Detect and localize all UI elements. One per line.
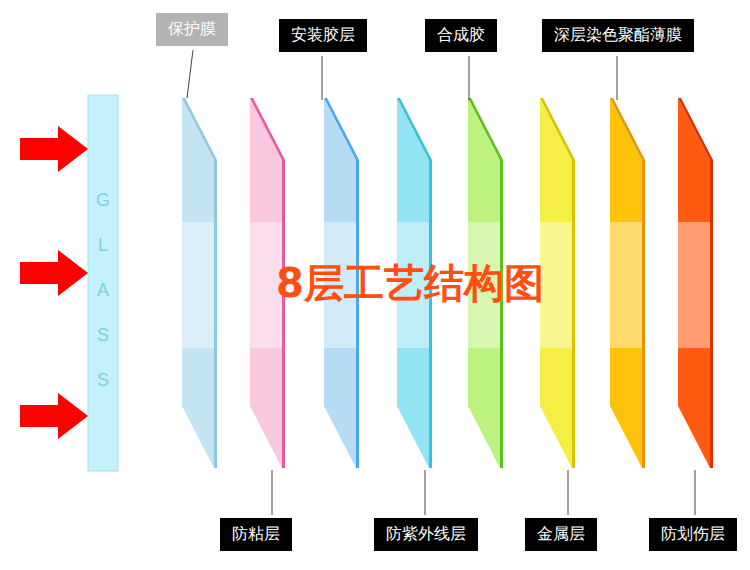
film-layer bbox=[678, 98, 710, 468]
diagram-title: 8层工艺结构图 bbox=[276, 256, 544, 311]
label-text: 防紫外线层 bbox=[386, 524, 466, 545]
glass-pane bbox=[88, 95, 118, 471]
light-band bbox=[610, 222, 642, 348]
film-layer bbox=[540, 98, 572, 468]
light-band bbox=[182, 222, 214, 348]
label-text: 金属层 bbox=[537, 524, 585, 545]
layer-callout: 防划伤层 bbox=[649, 518, 737, 551]
label-text: 安装胶层 bbox=[291, 25, 355, 46]
label-text: 保护膜 bbox=[168, 19, 216, 40]
light-band bbox=[678, 222, 710, 348]
leader-lines bbox=[187, 50, 695, 515]
layer-callout: 防粘层 bbox=[220, 518, 292, 551]
film-edge bbox=[540, 98, 575, 468]
label-text: 防划伤层 bbox=[661, 524, 725, 545]
film-layer bbox=[610, 98, 642, 468]
label-text: 深层染色聚酯薄膜 bbox=[554, 25, 682, 46]
light-arrows bbox=[20, 126, 88, 439]
layer-callout: 金属层 bbox=[525, 518, 597, 551]
label-text: 合成胶 bbox=[437, 25, 485, 46]
layer-callout: 防紫外线层 bbox=[374, 518, 478, 551]
film-layer bbox=[182, 98, 214, 468]
glass-label: GLASS bbox=[94, 178, 112, 403]
layer-callout: 合成胶 bbox=[425, 19, 497, 52]
label-text: GLASS bbox=[94, 178, 112, 403]
layer-callout: 深层染色聚酯薄膜 bbox=[542, 19, 694, 52]
film-edge bbox=[610, 98, 645, 468]
light-band bbox=[540, 222, 572, 348]
layer-callout: 保护膜 bbox=[156, 13, 228, 46]
label-text: 防粘层 bbox=[232, 524, 280, 545]
layer-callout: 安装胶层 bbox=[279, 19, 367, 52]
film-edge bbox=[678, 98, 713, 468]
film-edge bbox=[182, 98, 217, 468]
